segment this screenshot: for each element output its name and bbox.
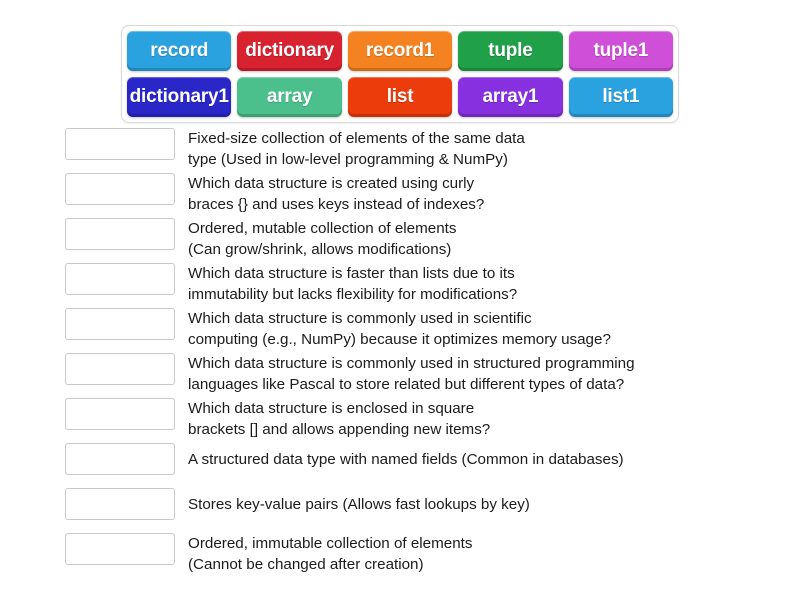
- answer-dropzone-q7[interactable]: [65, 398, 175, 430]
- answer-dropzone-q4[interactable]: [65, 263, 175, 295]
- answer-dropzone-q9[interactable]: [65, 488, 175, 520]
- answer-dropzone-q10[interactable]: [65, 533, 175, 565]
- question-text: Which data structure is commonly used in…: [188, 310, 611, 348]
- answer-tile-list1[interactable]: list1: [568, 77, 674, 117]
- question-text: Which data structure is faster than list…: [188, 265, 518, 303]
- answer-tile-tuple[interactable]: tuple: [458, 31, 563, 71]
- question-row: Ordered, mutable collection of elements …: [0, 218, 800, 263]
- question-text: Which data structure is created using cu…: [188, 175, 485, 213]
- answer-dropzone-q5[interactable]: [65, 308, 175, 340]
- question-row: Stores key-value pairs (Allows fast look…: [0, 488, 800, 533]
- answer-dropzone-q6[interactable]: [65, 353, 175, 385]
- question-text: Which data structure is enclosed in squa…: [188, 400, 491, 438]
- question-row: Which data structure is created using cu…: [0, 173, 800, 218]
- answer-tile-record[interactable]: record: [127, 31, 232, 71]
- answer-tile-record1[interactable]: record1: [347, 31, 453, 71]
- question-row: Ordered, immutable collection of element…: [0, 533, 800, 578]
- question-text: Stores key-value pairs (Allows fast look…: [188, 496, 530, 513]
- question-row: Fixed-size collection of elements of the…: [0, 128, 800, 173]
- question-text: Ordered, mutable collection of elements …: [188, 220, 457, 258]
- question-text: Which data structure is commonly used in…: [188, 355, 635, 393]
- question-list: Fixed-size collection of elements of the…: [0, 128, 800, 578]
- answer-dropzone-q2[interactable]: [65, 173, 175, 205]
- answer-dropzone-q1[interactable]: [65, 128, 175, 160]
- question-text: A structured data type with named fields…: [188, 451, 624, 468]
- answer-tile-list[interactable]: list: [347, 77, 453, 117]
- answer-tile-dictionary[interactable]: dictionary: [237, 31, 342, 71]
- answer-dropzone-q3[interactable]: [65, 218, 175, 250]
- answer-tile-dictionary1[interactable]: dictionary1: [127, 77, 232, 117]
- question-text: Ordered, immutable collection of element…: [188, 535, 473, 573]
- question-row: Which data structure is enclosed in squa…: [0, 398, 800, 443]
- answer-tile-array[interactable]: array: [237, 77, 342, 117]
- question-text: Fixed-size collection of elements of the…: [188, 130, 525, 168]
- question-row: Which data structure is faster than list…: [0, 263, 800, 308]
- answer-tile-tuple1[interactable]: tuple1: [568, 31, 674, 71]
- question-row: Which data structure is commonly used in…: [0, 308, 800, 353]
- question-row: Which data structure is commonly used in…: [0, 353, 800, 398]
- question-row: A structured data type with named fields…: [0, 443, 800, 488]
- answer-tile-array1[interactable]: array1: [458, 77, 563, 117]
- answer-dropzone-q8[interactable]: [65, 443, 175, 475]
